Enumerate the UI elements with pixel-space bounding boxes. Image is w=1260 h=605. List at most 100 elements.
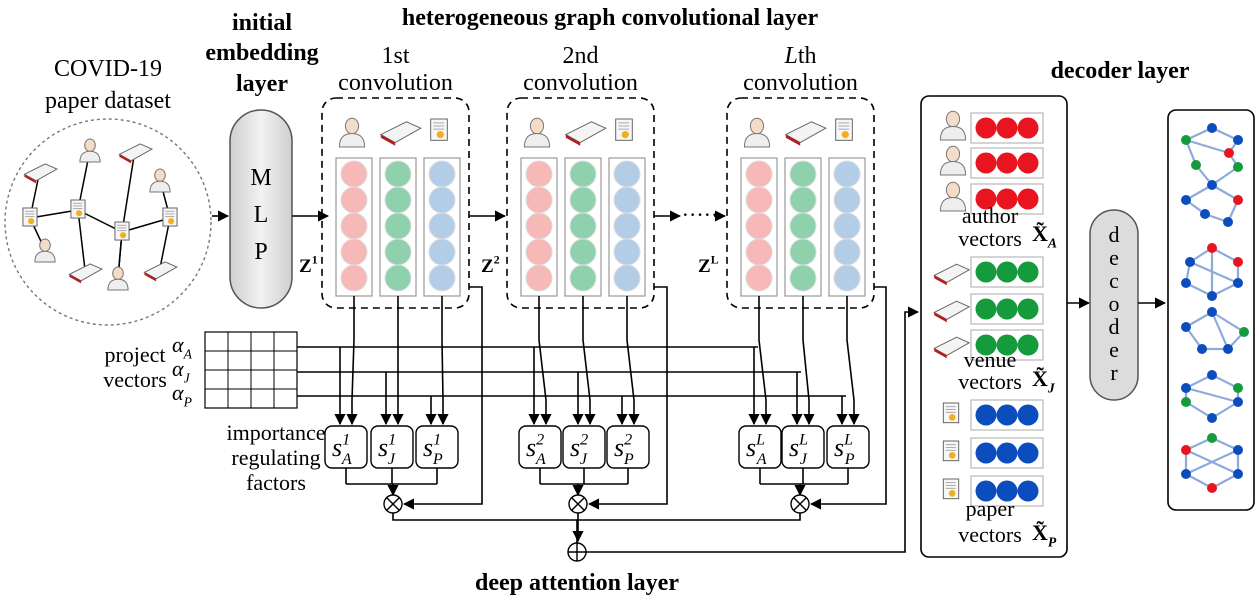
graph-node [1185, 257, 1195, 267]
embedding-node [745, 238, 773, 266]
sum-to-output-arrow [586, 306, 920, 553]
graph-node [1239, 327, 1249, 337]
embedding-node [569, 186, 597, 214]
decoder-block [1089, 209, 1139, 401]
embedding-node [428, 186, 456, 214]
vectors-label: vectors [103, 367, 167, 392]
embedding-node [745, 264, 773, 292]
embedding-node [384, 186, 412, 214]
decoder-letter: r [1110, 360, 1118, 385]
document-icon [942, 402, 960, 424]
output-vector-node [975, 480, 997, 502]
document-chart [948, 452, 956, 459]
output-paper-label: paper [966, 496, 1016, 521]
document-icon [70, 199, 86, 219]
document-icon [430, 118, 448, 141]
embedding-node [340, 212, 368, 240]
decoder-letter: e [1109, 337, 1119, 362]
book-cover [23, 163, 59, 182]
person-body [79, 150, 101, 163]
embedding-node [833, 160, 861, 188]
embedding-node [789, 186, 817, 214]
book-spine [24, 174, 37, 184]
alpha-label: αP [172, 380, 192, 410]
document-chart [948, 490, 956, 497]
regulating-label: regulating [231, 445, 320, 470]
person-head [945, 145, 961, 163]
person-head [154, 168, 166, 182]
document-icon [835, 118, 853, 141]
person-head [529, 117, 545, 135]
output-vector-node [996, 442, 1018, 464]
output-vector-node [975, 152, 997, 174]
embedding-node [613, 212, 641, 240]
embedding-node [525, 160, 553, 188]
person-head [945, 181, 961, 199]
output-vectors-label: vectors [958, 226, 1022, 251]
graph-node [1181, 135, 1191, 145]
conv-ordinal-label: 2nd [563, 43, 599, 69]
book-cover [118, 143, 154, 162]
document-chart [120, 232, 127, 239]
person-head [84, 138, 96, 152]
embedding-node [789, 264, 817, 292]
embedding-node [789, 212, 817, 240]
book-icon [23, 163, 59, 184]
embedding-node [833, 238, 861, 266]
embedding-node [525, 212, 553, 240]
document-chart [948, 414, 956, 421]
conv-word-label: convolution [338, 70, 453, 96]
embedding-node [789, 238, 817, 266]
embedding-node [833, 212, 861, 240]
decoder-letter: e [1109, 245, 1119, 270]
person-head [39, 238, 51, 252]
graph-node [1181, 397, 1191, 407]
conv2-output-arrow [587, 286, 668, 510]
graph-node [1233, 397, 1243, 407]
book-icon [564, 121, 607, 146]
decoder-letter: d [1109, 222, 1120, 247]
conv-word-label: convolution [523, 70, 638, 96]
person-icon [79, 138, 101, 163]
output-vector-node [996, 261, 1018, 283]
z-label: Z1 [299, 253, 318, 277]
person-icon [743, 117, 771, 148]
document-icon [942, 478, 960, 500]
graph-edge [1189, 260, 1239, 285]
mlp-letter: M [250, 165, 271, 191]
alpha-label: αJ [172, 356, 191, 386]
decoder-letter: c [1109, 268, 1119, 293]
output-vector-node [975, 261, 997, 283]
graph-node [1207, 483, 1217, 493]
embedding-node [384, 264, 412, 292]
book-cover [564, 121, 607, 144]
graph-node [1207, 433, 1217, 443]
dataset-label-line2: paper dataset [45, 88, 171, 114]
graph-edge [1211, 166, 1239, 186]
embedding-node [833, 186, 861, 214]
embedding-node [428, 212, 456, 240]
conv-ordinal-label: Lth [783, 43, 816, 69]
output-vector-node [975, 442, 997, 464]
book-spine [785, 134, 801, 146]
person-body [107, 278, 129, 291]
graph-node [1233, 383, 1243, 393]
book-icon [118, 143, 154, 164]
person-icon [523, 117, 551, 148]
output-vector-node [1017, 334, 1039, 356]
book-icon [933, 300, 971, 323]
output-vector-node [996, 298, 1018, 320]
output-vector-node [1017, 152, 1039, 174]
graph-node [1233, 445, 1243, 455]
book-spine [934, 348, 947, 359]
embedding-node [384, 160, 412, 188]
dataset-edge [77, 209, 86, 271]
graph-node [1181, 445, 1191, 455]
graph-node [1191, 160, 1201, 170]
diagram-content: 1stconvolution2ndconvolutionLthconvoluti… [103, 43, 1255, 562]
embedding-to-factor-arrow [538, 296, 552, 426]
multiply-to-sum-line [577, 513, 801, 521]
